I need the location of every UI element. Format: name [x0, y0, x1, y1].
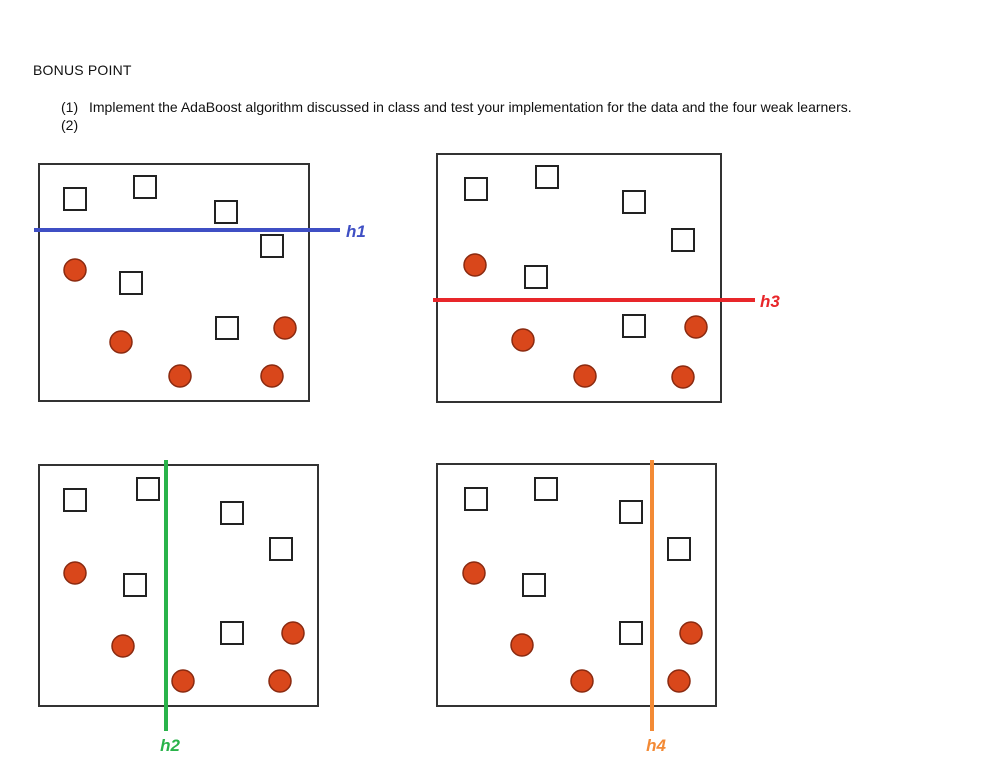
square-point: [619, 500, 643, 524]
circle-point: [63, 561, 87, 585]
square-point: [133, 175, 157, 199]
circle-point: [510, 633, 534, 657]
circle-point: [63, 258, 87, 282]
circle-point: [511, 328, 535, 352]
square-point: [619, 621, 643, 645]
h3-label: h3: [760, 292, 780, 311]
square-point: [622, 314, 646, 338]
square-point: [269, 537, 293, 561]
square-point: [667, 537, 691, 561]
square-point: [214, 200, 238, 224]
question-number: (2): [61, 117, 79, 133]
section-heading: BONUS POINT: [33, 62, 132, 78]
square-point: [535, 165, 559, 189]
square-point: [215, 316, 239, 340]
h4-label: h4: [646, 736, 666, 755]
square-point: [220, 501, 244, 525]
square-point: [464, 177, 488, 201]
panel-frame: [436, 463, 717, 707]
panel-frame: [436, 153, 722, 403]
circle-point: [109, 330, 133, 354]
circle-point: [281, 621, 305, 645]
circle-point: [573, 364, 597, 388]
h2-label: h2: [160, 736, 180, 755]
circle-point: [168, 364, 192, 388]
circle-point: [273, 316, 297, 340]
circle-point: [260, 364, 284, 388]
panel-frame: [38, 163, 310, 402]
circle-point: [667, 669, 691, 693]
question-item-1: (1) Implement the AdaBoost algorithm disc…: [61, 99, 852, 115]
square-point: [464, 487, 488, 511]
question-text: Implement the AdaBoost algorithm discuss…: [89, 99, 852, 115]
panel-frame: [38, 464, 319, 707]
circle-point: [570, 669, 594, 693]
h1-label: h1: [346, 222, 366, 241]
square-point: [260, 234, 284, 258]
circle-point: [462, 561, 486, 585]
question-item-2: (2): [61, 117, 89, 133]
square-point: [63, 187, 87, 211]
circle-point: [463, 253, 487, 277]
square-point: [622, 190, 646, 214]
square-point: [119, 271, 143, 295]
square-point: [524, 265, 548, 289]
square-point: [220, 621, 244, 645]
circle-point: [679, 621, 703, 645]
circle-point: [684, 315, 708, 339]
question-number: (1): [61, 99, 79, 115]
square-point: [671, 228, 695, 252]
circle-point: [268, 669, 292, 693]
square-point: [123, 573, 147, 597]
circle-point: [671, 365, 695, 389]
square-point: [63, 488, 87, 512]
square-point: [136, 477, 160, 501]
square-point: [534, 477, 558, 501]
square-point: [522, 573, 546, 597]
circle-point: [171, 669, 195, 693]
circle-point: [111, 634, 135, 658]
